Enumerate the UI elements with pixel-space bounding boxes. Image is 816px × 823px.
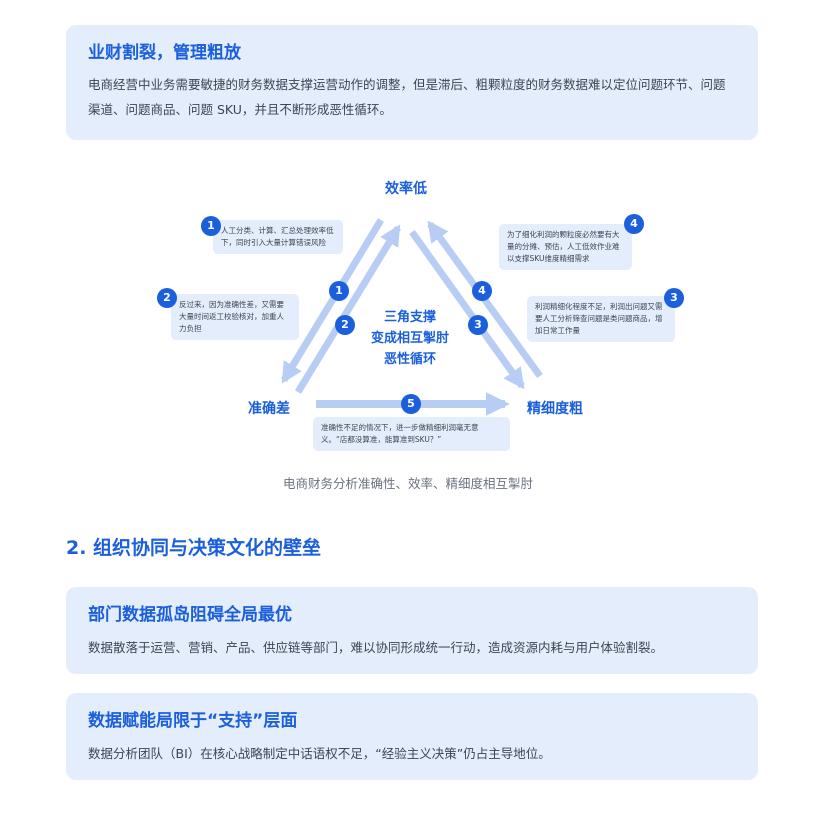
- note-5: 准确性不足的情况下，进一步做精细利润毫无意义。“店都没算准，能算准到SKU？”: [313, 417, 510, 451]
- arrow-badge-3: 3: [468, 315, 488, 335]
- note-1: 人工分类、计算、汇总处理效率低下，同时引入大量计算错误风险: [213, 220, 343, 254]
- arrow-left-down: [281, 218, 384, 384]
- arrow-badge-4: 4: [472, 281, 492, 301]
- problem-card-data-silos: 部门数据孤岛阻碍全局最优 数据散落于运营、营销、产品、供应链等部门，难以协同形成…: [66, 587, 758, 674]
- vertex-granularity: 精细度粗: [527, 401, 583, 417]
- problem-card-data-enablement: 数据赋能局限于“支持”层面 数据分析团队（BI）在核心战略制定中话语权不足，“经…: [66, 693, 758, 780]
- note-badge-1: 1: [201, 216, 221, 236]
- note-text: 准确性不足的情况下，进一步做精细利润毫无意义。“店都没算准，能算准到SKU？”: [321, 423, 479, 444]
- card-body: 电商经营中业务需要敏捷的财务数据支撑运营动作的调整，但是滞后、粗颗粒度的财务数据…: [88, 77, 726, 117]
- center-statement: 三角支撑 变成相互掣肘 恶性循环: [355, 307, 465, 370]
- diagram-caption: 电商财务分析准确性、效率、精细度相互掣肘: [282, 476, 533, 491]
- note-badge-2: 2: [157, 288, 177, 308]
- arrow-badge-1: 1: [329, 281, 349, 301]
- note-text: 人工分类、计算、汇总处理效率低下，同时引入大量计算错误风险: [221, 226, 334, 247]
- arrow-badge-5: 5: [401, 394, 421, 414]
- section-heading: 2. 组织协同与决策文化的壁垒: [66, 537, 322, 559]
- vertex-efficiency: 效率低: [385, 181, 427, 197]
- card-body: 数据分析团队（BI）在核心战略制定中话语权不足，“经验主义决策”仍占主导地位。: [88, 746, 551, 761]
- triangle-diagram: 效率低 准确差 精细度粗 三角支撑 变成相互掣肘 恶性循环 1 2 4 3 5 …: [0, 160, 816, 500]
- note-text: 利润精细化程度不足，利润出问题又需要人工分析筛查问题是类问题商品，增加日常工作量: [535, 302, 663, 335]
- card-title: 部门数据孤岛阻碍全局最优: [88, 605, 292, 625]
- note-text: 为了细化利润的颗粒度必然要有大量的分摊、预估，人工低效作业难以支撑SKU维度精细…: [507, 230, 620, 263]
- card-body: 数据散落于运营、营销、产品、供应链等部门，难以协同形成统一行动，造成资源内耗与用…: [88, 640, 664, 655]
- note-3: 利润精细化程度不足，利润出问题又需要人工分析筛查问题是类问题商品，增加日常工作量: [527, 296, 675, 342]
- note-text: 反过来，因为准确性差，又需要大量时间返工校验核对，加重人力负担: [179, 300, 284, 333]
- arrow-left-up: [295, 224, 401, 394]
- note-badge-3: 3: [664, 288, 684, 308]
- problem-card-business-finance: 业财割裂，管理粗放 电商经营中业务需要敏捷的财务数据支撑运营动作的调整，但是滞后…: [66, 25, 758, 140]
- arrow-right-down: [409, 229, 525, 390]
- note-badge-4: 4: [624, 214, 644, 234]
- center-line-1: 三角支撑: [383, 310, 436, 325]
- note-4: 为了细化利润的颗粒度必然要有大量的分摊、预估，人工低效作业难以支撑SKU维度精细…: [499, 224, 632, 270]
- arrow-badge-2: 2: [335, 315, 355, 335]
- vertex-accuracy: 准确差: [248, 401, 290, 417]
- card-title: 数据赋能局限于“支持”层面: [88, 711, 298, 731]
- note-2: 反过来，因为准确性差，又需要大量时间返工校验核对，加重人力负担: [171, 294, 299, 340]
- card-title: 业财割裂，管理粗放: [88, 43, 241, 63]
- center-line-2: 变成相互掣肘: [370, 331, 449, 346]
- center-line-3: 恶性循环: [383, 352, 436, 367]
